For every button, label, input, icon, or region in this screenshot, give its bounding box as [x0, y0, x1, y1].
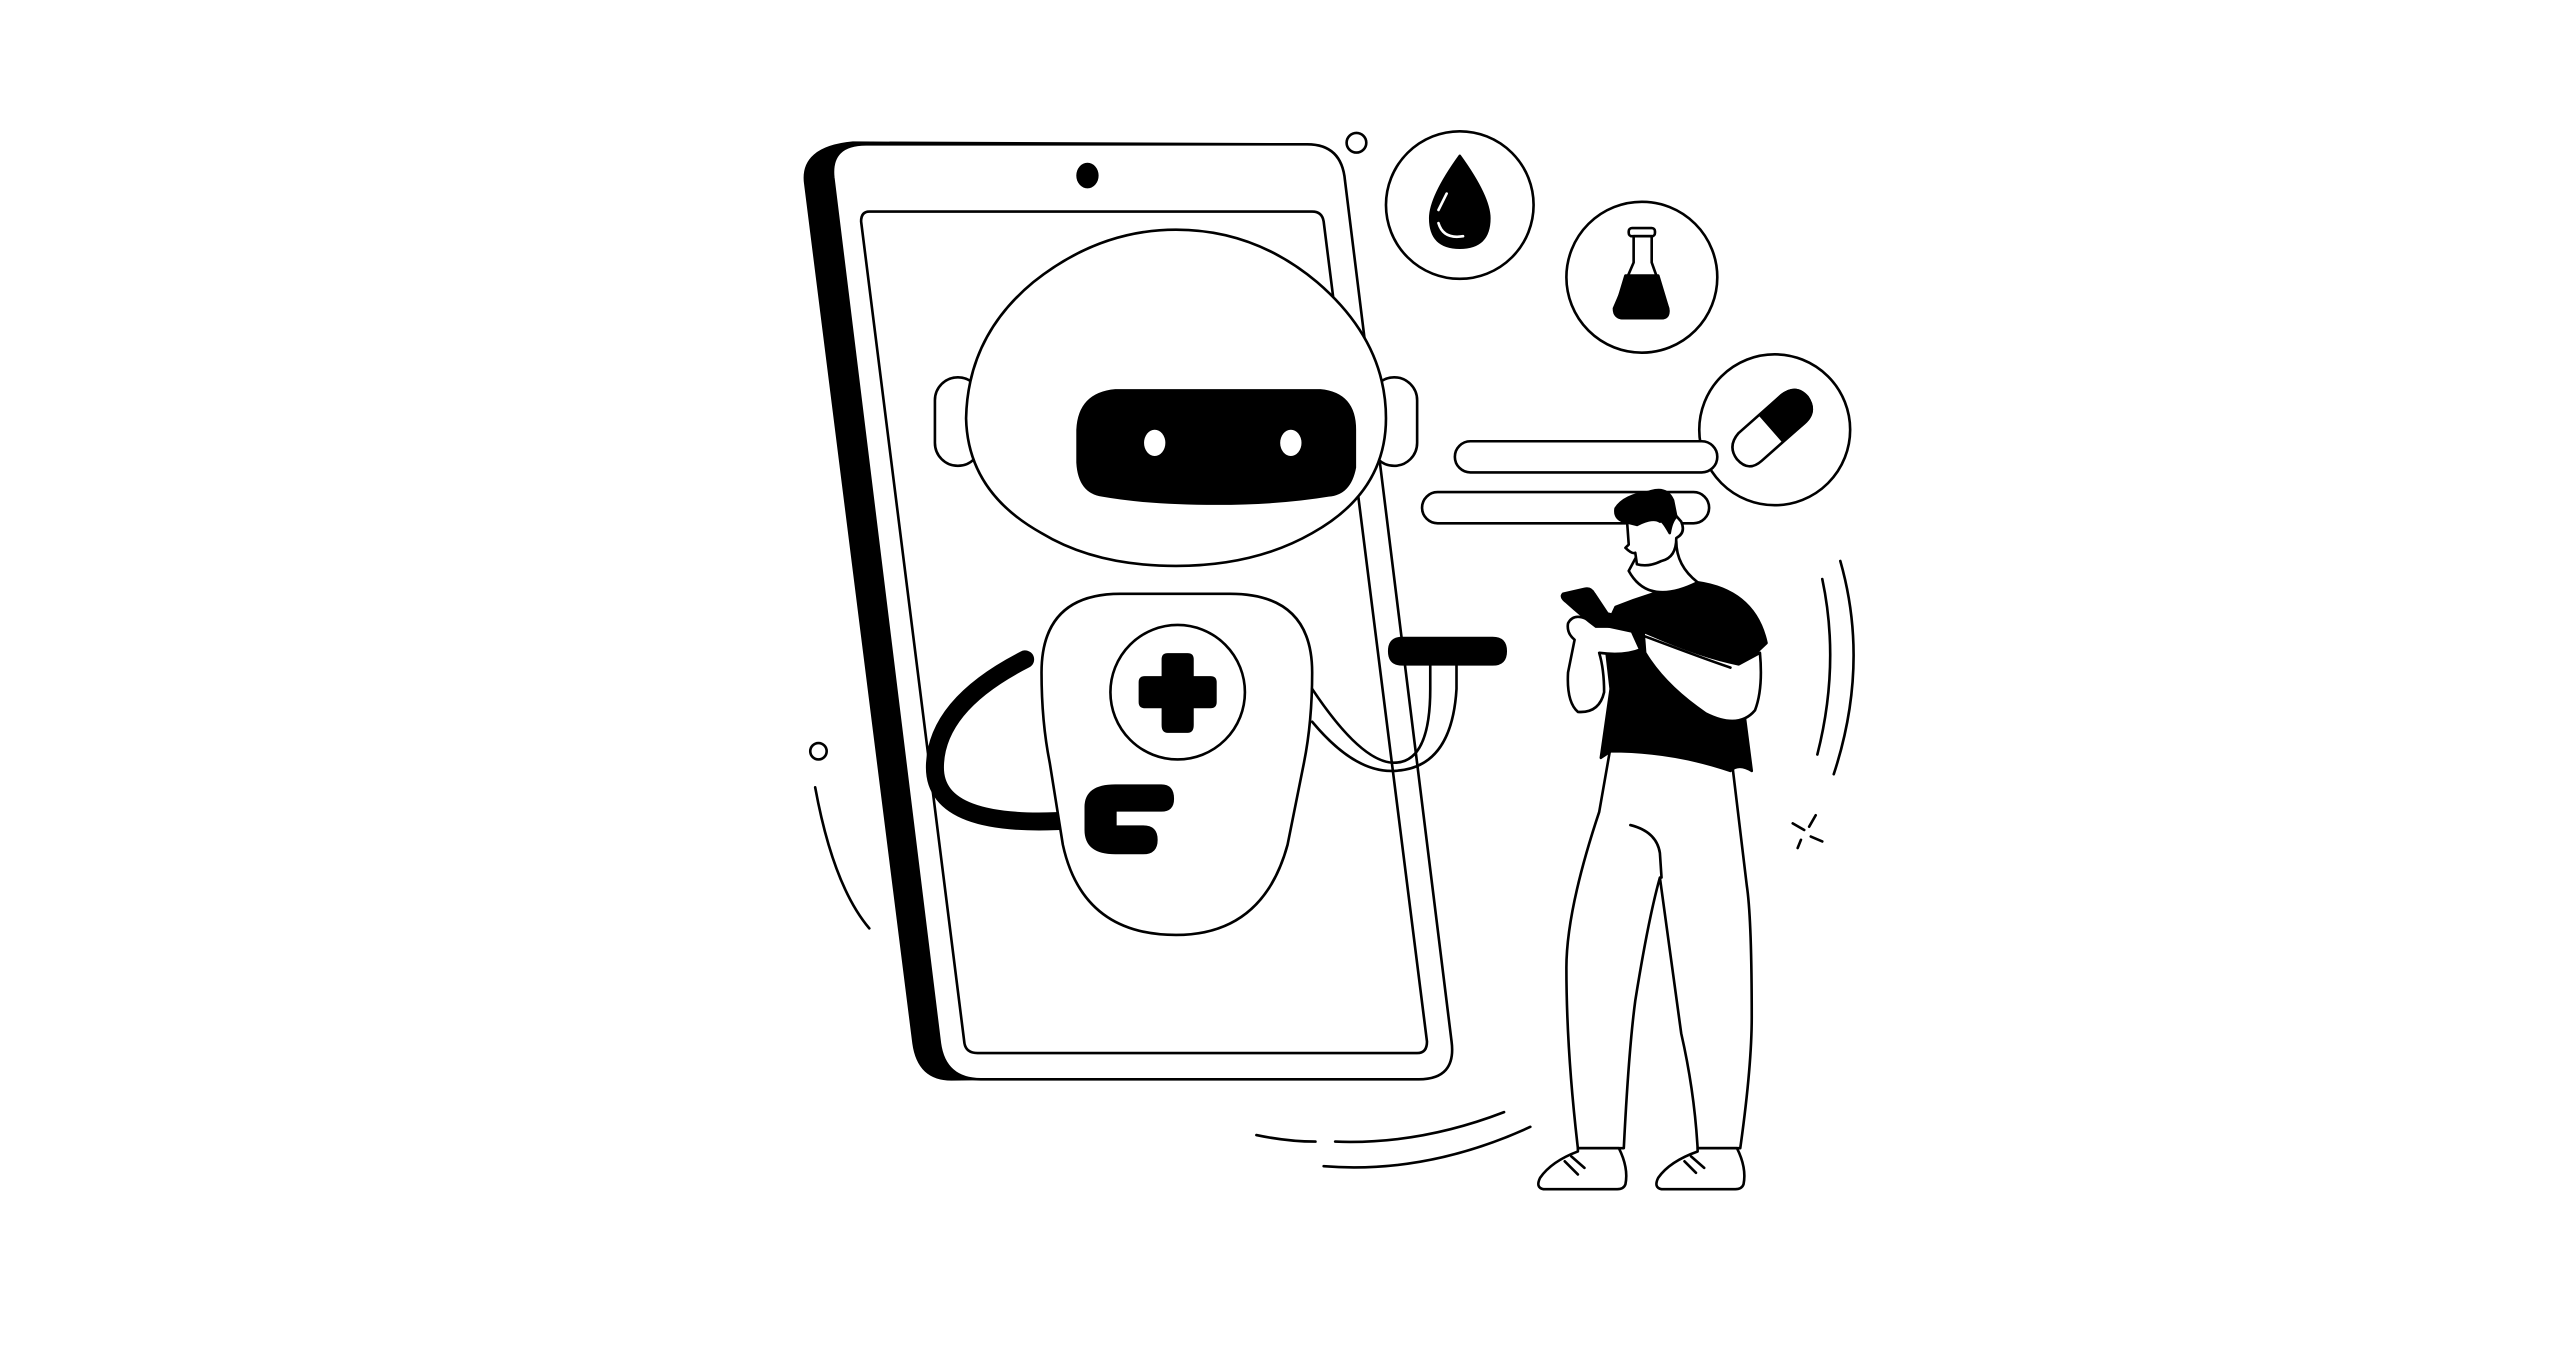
man-hand — [1566, 615, 1642, 714]
blood-drop-icon — [1428, 154, 1491, 250]
robot-hand-left — [1084, 784, 1175, 855]
pill-badge — [1697, 353, 1852, 507]
man-with-phone — [1537, 488, 1768, 1191]
robot-visor — [1076, 389, 1357, 505]
man-shoe-right — [1655, 1146, 1746, 1191]
robot-arm-right-outer — [1310, 663, 1458, 773]
robot-arm-left — [925, 650, 1084, 831]
man-hair — [1614, 488, 1678, 535]
man-arm — [1642, 630, 1763, 723]
phone-in-hand-icon — [1560, 587, 1618, 628]
motion-lines — [808, 131, 1855, 1169]
blood-drop-badge — [1384, 129, 1535, 281]
robot-eye-left — [1144, 429, 1166, 457]
robot-pointing-hand — [1387, 636, 1508, 666]
medical-cross-icon — [1138, 653, 1217, 733]
camera-icon — [1076, 162, 1099, 189]
man-pants — [1565, 745, 1754, 1150]
flask-badge — [1565, 200, 1719, 354]
chat-bubble-bar-1 — [1453, 439, 1719, 474]
robot — [925, 228, 1508, 937]
robot-arm-right — [1310, 663, 1432, 765]
robot-eye-right — [1280, 429, 1302, 457]
man-shoe-left — [1537, 1146, 1628, 1191]
